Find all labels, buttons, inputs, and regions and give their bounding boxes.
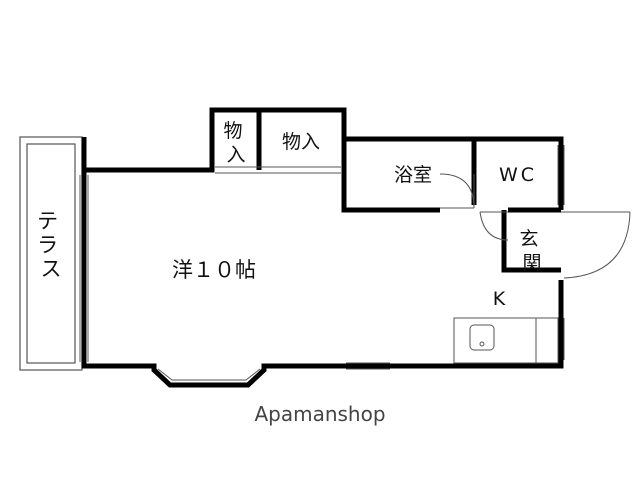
entrance-label: 玄 関	[519, 228, 544, 274]
storage-small-label: 物 入	[223, 120, 248, 166]
terrace-char-3: ス	[41, 257, 62, 281]
western-room-label: 洋１０帖	[172, 258, 256, 282]
terrace-label: テ ラ ス	[37, 209, 65, 281]
watermark: Apamanshop	[254, 402, 385, 426]
toilet-label: WC	[499, 164, 537, 186]
exterior-walls	[81, 107, 564, 388]
storage-large-label: 物入	[282, 131, 320, 153]
terrace-char-2: ラ	[37, 233, 58, 257]
kitchen-label: K	[493, 288, 506, 310]
doors	[439, 173, 631, 279]
entrance-char-2: 関	[522, 252, 541, 274]
storage-small-char-1: 物	[223, 120, 242, 142]
thin-lines	[79, 145, 565, 381]
terrace-char-1: テ	[37, 209, 58, 233]
bath-label: 浴室	[394, 164, 432, 186]
storage-small-char-2: 入	[226, 144, 245, 166]
entrance-char-1: 玄	[519, 228, 538, 250]
kitchen-counter	[453, 317, 559, 364]
